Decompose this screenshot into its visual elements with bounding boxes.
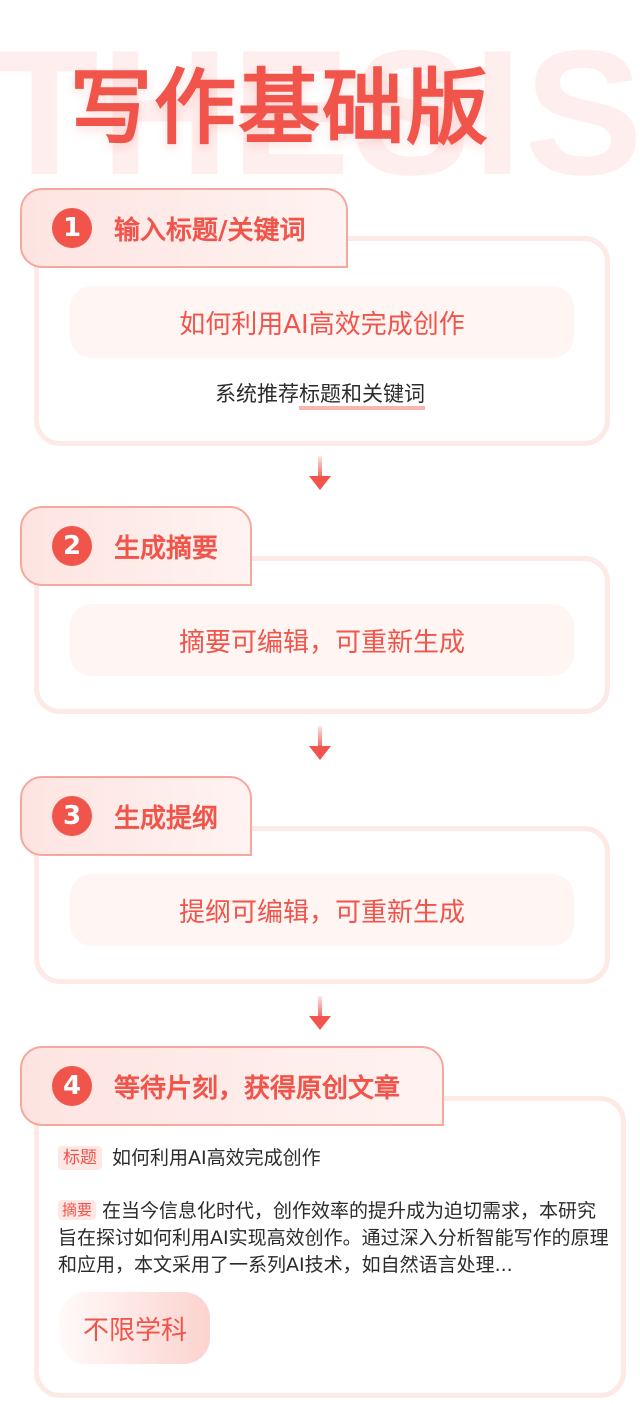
background-watermark-text: THESIS: [0, 13, 640, 212]
result-abstract: 摘要在当今信息化时代，创作效率的提升成为迫切需求，本研究旨在探讨如何利用AI实现…: [58, 1198, 614, 1279]
hint-prefix: 系统推荐: [215, 382, 299, 406]
hint-highlight: 标题和关键词: [299, 382, 425, 410]
step-3-label: 生成提纲: [114, 803, 219, 834]
abstract-text: 在当今信息化时代，创作效率的提升成为迫切需求，本研究旨在探讨如何利用AI实现高效…: [58, 1200, 609, 1276]
arrow-down-icon: [309, 456, 331, 496]
arrow-down-icon: [309, 726, 331, 766]
step-1-number: 1: [52, 208, 92, 248]
abstract-editor[interactable]: 摘要可编辑，可重新生成: [70, 604, 574, 676]
step-1-hint: 系统推荐标题和关键词: [0, 378, 640, 410]
step-3-header: 3 生成提纲: [20, 776, 252, 856]
step-1-label: 输入标题/关键词: [114, 215, 306, 246]
step-4-number: 4: [52, 1066, 92, 1106]
result-title-text: 如何利用AI高效完成创作: [112, 1147, 321, 1169]
step-4-label: 等待片刻，获得原创文章: [114, 1073, 401, 1104]
step-2-header: 2 生成摘要: [20, 506, 252, 586]
arrow-down-icon: [309, 996, 331, 1036]
page-title: 写作基础版: [70, 61, 491, 156]
step-4-header: 4 等待片刻，获得原创文章: [20, 1046, 444, 1126]
outline-editor[interactable]: 提纲可编辑，可重新生成: [70, 874, 574, 946]
title-keyword-input[interactable]: 如何利用AI高效完成创作: [70, 286, 574, 358]
step-3-number: 3: [52, 796, 92, 836]
result-title-row: 标题 如何利用AI高效完成创作: [58, 1146, 321, 1171]
step-1-header: 1 输入标题/关键词: [20, 188, 348, 268]
subject-chip[interactable]: 不限学科: [60, 1292, 210, 1364]
abstract-tag: 摘要: [58, 1200, 97, 1220]
title-tag: 标题: [58, 1146, 102, 1171]
step-2-number: 2: [52, 526, 92, 566]
step-2-label: 生成摘要: [114, 533, 219, 564]
